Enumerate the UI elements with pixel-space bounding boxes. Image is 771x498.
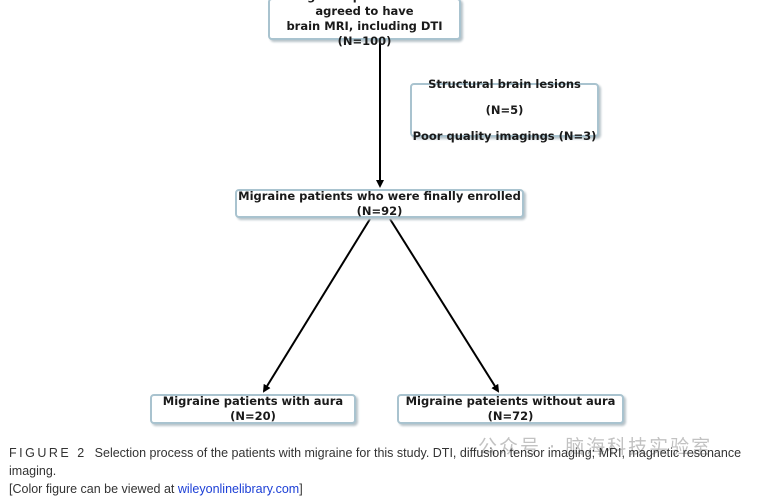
box-initial-patients: Migraine patients who agreed to have bra… xyxy=(268,0,461,48)
box-enrolled: Migraine patients who were finally enrol… xyxy=(235,189,524,218)
box-enrolled-text: Migraine patients who were finally enrol… xyxy=(238,188,521,218)
box-with-aura-text: Migraine patients with aura (N=20) xyxy=(162,394,344,423)
caption-line2-suffix: ] xyxy=(299,482,303,496)
arrows xyxy=(262,40,500,393)
exclusion-poor-quality: Poor quality imagings (N=3) xyxy=(412,129,597,143)
caption-line2-prefix: [Color figure can be viewed at xyxy=(9,482,178,496)
box-with-aura: Migraine patients with aura (N=20) xyxy=(150,394,356,424)
watermark: 公众号 · 脑海科技实验室 xyxy=(478,436,713,458)
box-initial-line2: brain MRI, including DTI (N=100) xyxy=(286,19,443,48)
exclusion-structural-lesions: Structural brain lesions (N=5) xyxy=(428,77,581,117)
arrow-enrolled-to-aura xyxy=(262,218,371,393)
box-exclusions: Structural brain lesions (N=5) Poor qual… xyxy=(410,77,599,143)
wiley-link[interactable]: wileyonlinelibrary.com xyxy=(177,482,300,496)
box-initial-line1: Migraine patients who agreed to have xyxy=(292,0,437,18)
box-without-aura: Migraine pateients without aura (N=72) xyxy=(397,394,624,424)
caption-text: Selection process of the patients with m… xyxy=(9,446,742,478)
box-without-aura-text: Migraine pateients without aura (N=72) xyxy=(405,394,616,423)
figure-label: FIGURE 2 xyxy=(9,446,87,460)
arrow-enrolled-to-no-aura xyxy=(389,218,500,393)
